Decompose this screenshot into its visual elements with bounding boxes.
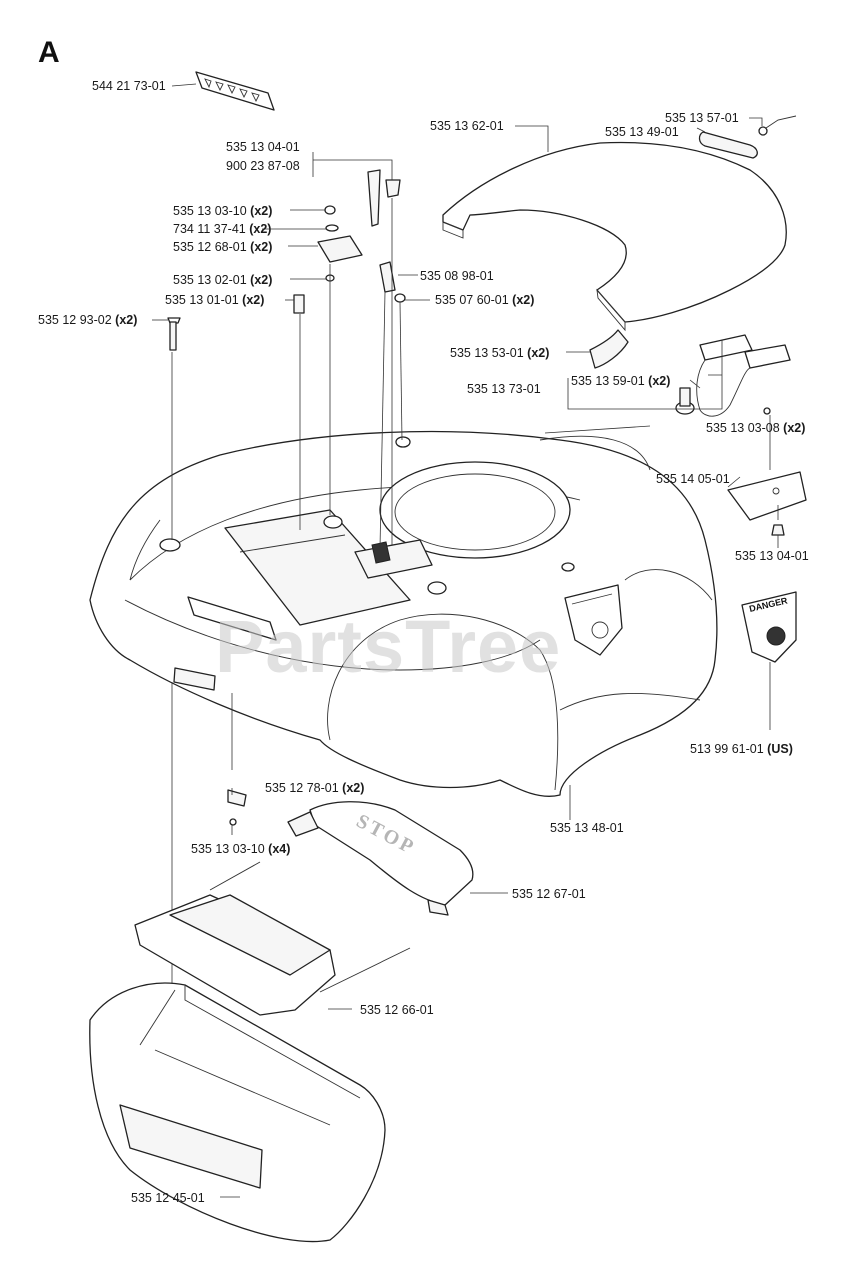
- part-callout-p24: 535 13 03-10 (x4): [191, 842, 290, 856]
- part-quantity: (x2): [247, 240, 273, 254]
- part-callout-p10: 535 08 98-01: [420, 269, 494, 283]
- part-number: 535 12 45-01: [131, 1191, 205, 1205]
- part-number: 535 13 62-01: [430, 119, 504, 133]
- part-number: 535 12 66-01: [360, 1003, 434, 1017]
- part-callout-p11: 535 07 60-01 (x2): [435, 293, 534, 307]
- part-quantity: (x4): [265, 842, 291, 856]
- part-quantity: (x2): [246, 222, 272, 236]
- part-quantity: (x2): [780, 421, 806, 435]
- part-quantity: (x2): [247, 204, 273, 218]
- part-callout-p23: 535 12 78-01 (x2): [265, 781, 364, 795]
- part-number: 900 23 87-08: [226, 159, 300, 173]
- section-letter: A: [38, 36, 60, 69]
- part-callout-p26: 535 12 66-01: [360, 1003, 434, 1017]
- part-number: 535 13 02-01: [173, 273, 247, 287]
- danger-decal: DANGER: [741, 591, 797, 663]
- part-quantity: (x2): [239, 293, 265, 307]
- part-quantity: (x2): [339, 781, 365, 795]
- top-lid: [442, 141, 787, 332]
- screw-535-13-03-08: [763, 407, 771, 415]
- part-callout-p6: 535 12 68-01 (x2): [173, 240, 272, 254]
- part-callout-p17: 535 13 73-01: [467, 382, 541, 396]
- part-number: 535 13 49-01: [605, 125, 679, 139]
- part-callout-p18: 535 13 03-08 (x2): [706, 421, 805, 435]
- part-number: 544 21 73-01: [92, 79, 166, 93]
- watermark: PartsTree: [215, 605, 561, 688]
- warning-decal-part: [195, 71, 275, 111]
- part-number: 535 13 48-01: [550, 821, 624, 835]
- part-number: 734 11 37-41: [173, 222, 246, 236]
- part-number: 535 13 03-10: [173, 204, 247, 218]
- part-callout-p4: 535 13 03-10 (x2): [173, 204, 272, 218]
- part-quantity: (x2): [645, 374, 671, 388]
- part-callout-p15: 535 13 53-01 (x2): [450, 346, 549, 360]
- part-callout-p1: 544 21 73-01: [92, 79, 166, 93]
- label-leaders: [152, 83, 779, 1198]
- bumper-tray: [134, 861, 411, 1016]
- part-number: 535 13 53-01: [450, 346, 524, 360]
- part-number: 535 13 04-01: [735, 549, 809, 563]
- carry-handle: [698, 131, 758, 159]
- part-callout-p12: 535 13 62-01: [430, 119, 504, 133]
- assembly-lines: [171, 198, 779, 985]
- part-number: 513 99 61-01: [690, 742, 764, 756]
- part-callout-p21: 513 99 61-01 (US): [690, 742, 793, 756]
- part-number: 535 13 04-01: [226, 140, 300, 154]
- part-quantity: (x2): [112, 313, 138, 327]
- hinge-piece: [589, 329, 629, 369]
- part-quantity: (US): [764, 742, 793, 756]
- part-quantity: (x2): [509, 293, 535, 307]
- cover-plate: [727, 471, 807, 536]
- part-number: 535 13 03-08: [706, 421, 780, 435]
- part-callout-p27: 535 12 45-01: [131, 1191, 205, 1205]
- small-clip: [227, 789, 247, 826]
- part-number: 535 13 59-01: [571, 374, 645, 388]
- callout-labels: 544 21 73-01 535 13 04-01 900 23 87-08 535 …: [38, 79, 809, 1205]
- part-callout-p9: 535 12 93-02 (x2): [38, 313, 137, 327]
- part-callout-p7: 535 13 02-01 (x2): [173, 273, 272, 287]
- front-bumper: [89, 982, 386, 1243]
- part-number: 535 13 03-10: [191, 842, 265, 856]
- part-number: 535 13 01-01: [165, 293, 239, 307]
- part-callout-p20: 535 13 04-01: [735, 549, 809, 563]
- part-number: 535 13 73-01: [467, 382, 541, 396]
- stop-button-cover: STOP: [287, 801, 474, 916]
- part-number: 535 13 57-01: [665, 111, 739, 125]
- part-number: 535 12 78-01: [265, 781, 339, 795]
- sensor-bracket: [675, 334, 791, 417]
- part-callout-p8: 535 13 01-01 (x2): [165, 293, 264, 307]
- part-callout-p25: 535 12 67-01: [512, 887, 586, 901]
- part-callout-p16: 535 13 59-01 (x2): [571, 374, 670, 388]
- part-number: 535 12 68-01: [173, 240, 247, 254]
- part-number: 535 14 05-01: [656, 472, 730, 486]
- part-quantity: (x2): [524, 346, 550, 360]
- part-callout-p5: 734 11 37-41 (x2): [173, 222, 271, 236]
- part-quantity: (x2): [247, 273, 273, 287]
- part-number: 535 08 98-01: [420, 269, 494, 283]
- part-number: 535 12 93-02: [38, 313, 112, 327]
- part-callout-p14: 535 13 49-01: [605, 125, 679, 139]
- part-callout-p13: 535 13 57-01: [665, 111, 739, 125]
- part-number: 535 07 60-01: [435, 293, 509, 307]
- part-number: 535 12 67-01: [512, 887, 586, 901]
- main-body-cover: [89, 430, 718, 797]
- part-callout-p19: 535 14 05-01: [656, 472, 730, 486]
- part-callout-p2: 535 13 04-01: [226, 140, 300, 154]
- part-callout-p22: 535 13 48-01: [550, 821, 624, 835]
- part-callout-p3: 900 23 87-08: [226, 159, 300, 173]
- fastener-stack: [167, 169, 406, 351]
- small-screw: [758, 115, 797, 136]
